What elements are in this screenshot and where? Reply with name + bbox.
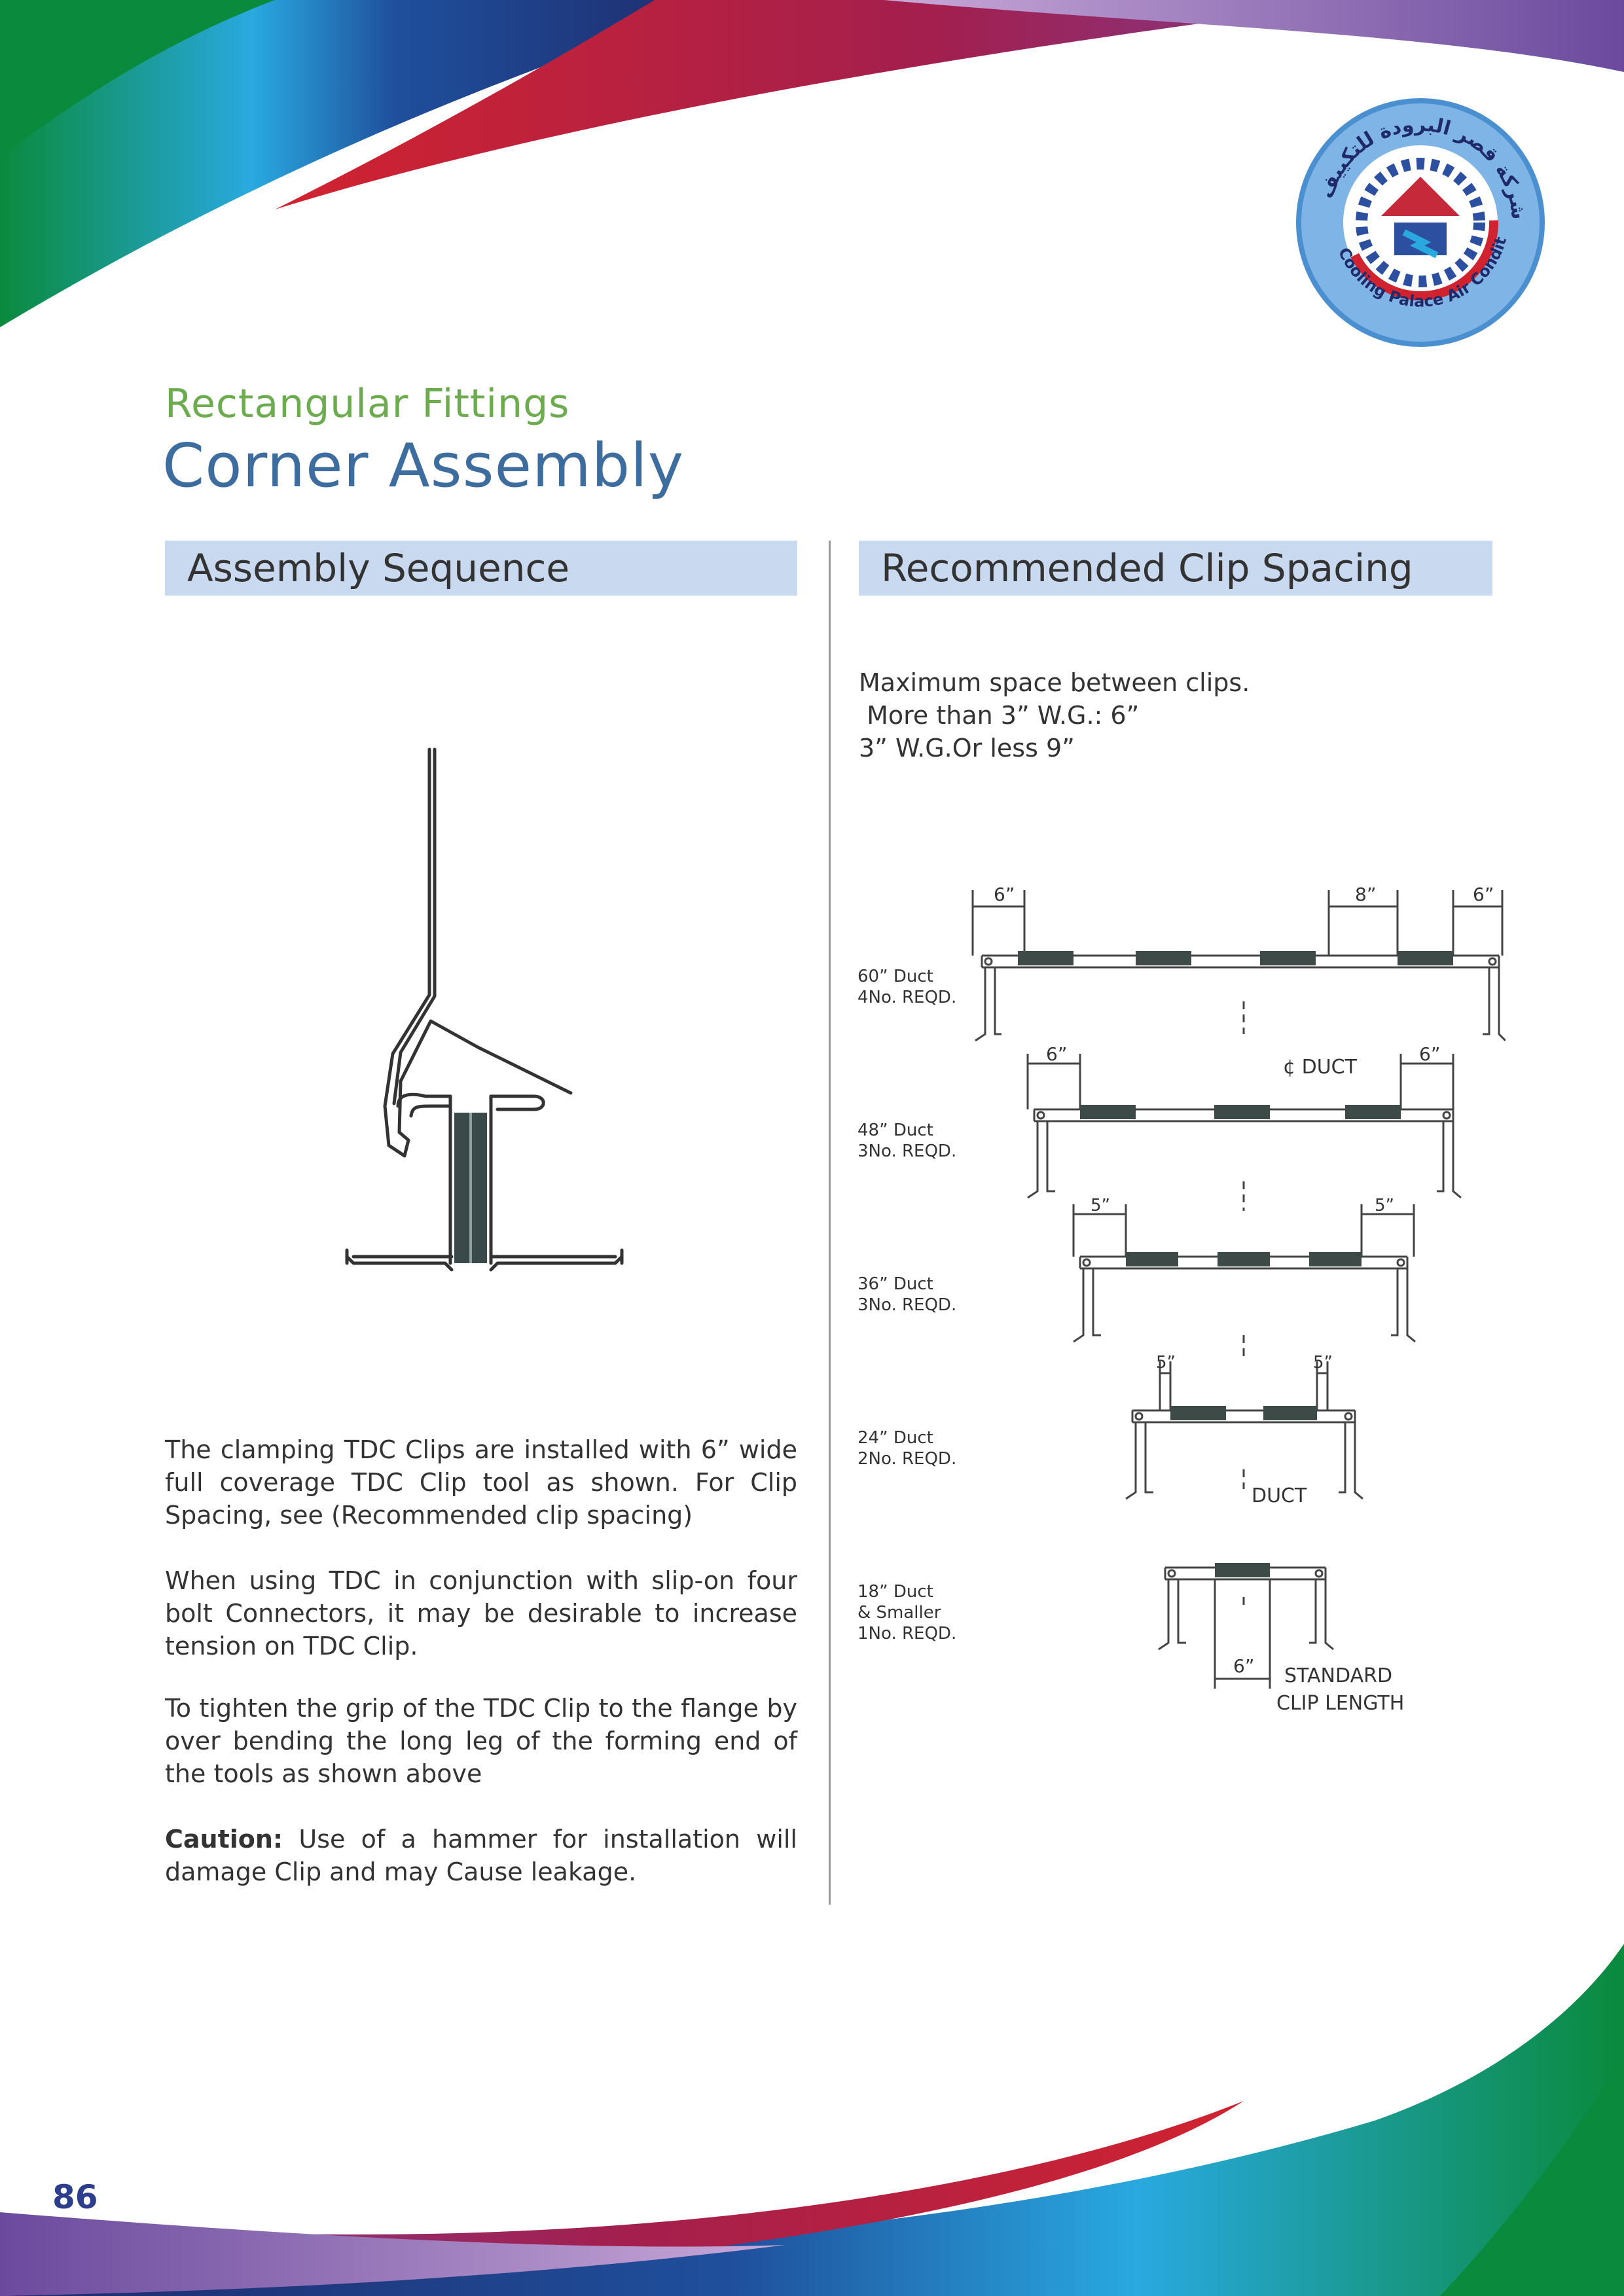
intro-paragraph: The clamping TDC Clips are installed wit… (165, 1435, 797, 1530)
clip-length-label: CLIP LENGTH (1276, 1692, 1404, 1715)
standard-label: STANDARD (1284, 1664, 1392, 1687)
centerline-duct-label: ¢ DUCT (1283, 1056, 1358, 1079)
company-logo: شركة قصر البرودة للتكييف Cooling Palace … (1290, 92, 1545, 347)
duct-label: DUCT (1252, 1484, 1307, 1507)
caution-paragraph: Caution: Use of a hammer for installatio… (165, 1823, 797, 1888)
row-2-reqd-label: 3No. REQD. (857, 1141, 956, 1161)
page-number: 86 (52, 2178, 98, 2216)
row-2-duct-label: 48” Duct (857, 1121, 933, 1140)
row-3-dim-right: 5” (1375, 1196, 1394, 1215)
row-1-reqd-label: 4No. REQD. (857, 988, 956, 1007)
max-space-note-line-2: More than 3” W.G.: 6” (859, 701, 1140, 730)
row-4-duct-label: 24” Duct (857, 1428, 933, 1448)
row-1-duct-label: 60” Duct (857, 967, 933, 986)
row-3-duct-label: 36” Duct (857, 1274, 933, 1294)
section-kicker: Rectangular Fittings (165, 381, 570, 427)
row-1-dim-left: 6” (994, 884, 1015, 905)
page-title: Corner Assembly (162, 431, 685, 501)
row-3-dim-left: 5” (1091, 1196, 1110, 1215)
row-2-dim-right: 6” (1419, 1043, 1440, 1065)
max-space-note-line-1: Maximum space between clips. (859, 668, 1250, 697)
row-5-duct-label: 18” Duct (857, 1582, 933, 1602)
max-space-note-line-3: 3” W.G.Or less 9” (859, 734, 1075, 762)
row-5-dim-std: 6” (1233, 1655, 1254, 1677)
caution-label: Caution: (165, 1825, 283, 1854)
column-divider (829, 541, 831, 1905)
row-4-dim-right: 5” (1313, 1353, 1333, 1372)
bottom-decorative-swoosh (0, 1944, 1624, 2296)
row-4-reqd-label: 2No. REQD. (857, 1449, 956, 1469)
tdc-clip-profile-drawing (345, 747, 624, 1272)
clip-spacing-diagram: 60” Duct 4No. REQD. 6” 8” 6” 48” Duct 3N… (857, 884, 1506, 1715)
row-5-reqd-label: 1No. REQD. (857, 1624, 956, 1643)
clip-spacing-heading: Recommended Clip Spacing (859, 541, 1492, 596)
row-4-dim-left: 5” (1156, 1353, 1176, 1372)
top-decorative-swoosh (0, 0, 1624, 327)
tension-paragraph: When using TDC in conjunction with slip-… (165, 1566, 797, 1660)
caution-text: Use of a hammer for installation will da… (165, 1825, 797, 1886)
row-2-dim-left: 6” (1046, 1043, 1067, 1065)
assembly-sequence-heading: Assembly Sequence (165, 541, 797, 596)
row-3-reqd-label: 3No. REQD. (857, 1295, 956, 1315)
tighten-paragraph: To tighten the grip of the TDC Clip to t… (165, 1694, 797, 1788)
row-1-dim-mid: 8” (1355, 884, 1376, 905)
row-1-dim-right: 6” (1473, 884, 1494, 905)
row-5-smaller-label: & Smaller (857, 1603, 941, 1623)
